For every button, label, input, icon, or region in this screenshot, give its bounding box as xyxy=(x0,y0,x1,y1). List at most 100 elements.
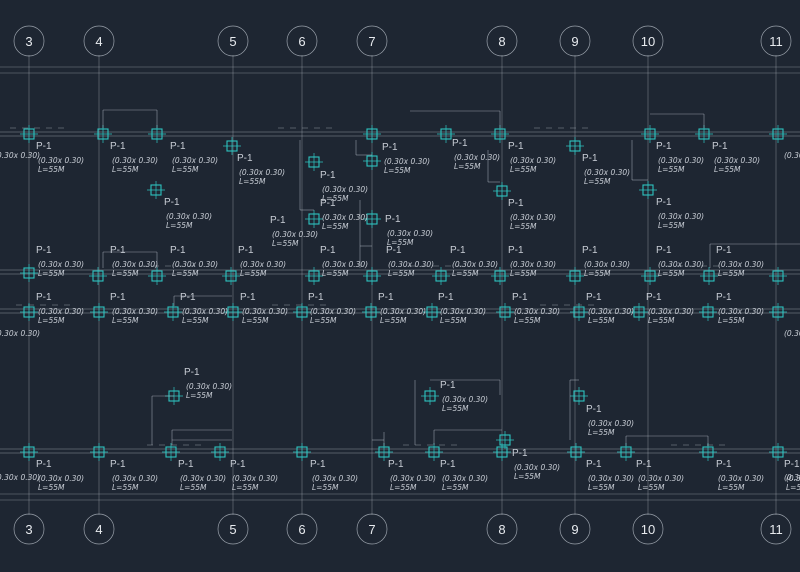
pile-label: P-1 xyxy=(310,459,326,470)
axis-bubble-8[interactable] xyxy=(486,513,518,545)
axis-bubble-3[interactable] xyxy=(13,513,45,545)
pile-size: (0.30x 0.30) xyxy=(242,307,288,316)
pile-length: L=55M xyxy=(718,316,745,325)
pile-size: (0.30x 0.30) xyxy=(322,213,368,222)
pile-size: (0.30x 0.30) xyxy=(322,185,368,194)
pile-length: L=55M xyxy=(322,194,349,203)
pile-length: L=55M xyxy=(390,483,417,492)
pile-size: (0.30x 0.30) xyxy=(786,474,800,483)
axis-label-10: 10 xyxy=(641,522,655,537)
pile-length: L=55M xyxy=(312,483,339,492)
pile-size: (0.30x 0.30) xyxy=(172,156,218,165)
pile-label: P-1 xyxy=(184,367,200,378)
pile-size: (0.30x 0.30) xyxy=(38,474,84,483)
pile-size: (0.30x 0.30) xyxy=(182,307,228,316)
pile-size: (0.30x 0.30) xyxy=(454,153,500,162)
pile-length: L=55M xyxy=(718,483,745,492)
axis-bubble-11[interactable] xyxy=(760,513,792,545)
pile-label: P-1 xyxy=(110,292,126,303)
axis-bubble-10[interactable] xyxy=(632,513,664,545)
axis-bubble-5[interactable] xyxy=(217,25,249,57)
pile-length: L=55M xyxy=(658,221,685,230)
axis-bubble-6[interactable] xyxy=(286,25,318,57)
axis-label-9: 9 xyxy=(571,34,578,49)
pile-label: P-1 xyxy=(240,292,256,303)
pile-label: P-1 xyxy=(636,459,652,470)
pile-size: (0.30x 0.30) xyxy=(442,395,488,404)
pile-label: P-1 xyxy=(716,292,732,303)
pile-label: P-1 xyxy=(110,245,126,256)
pile-size: (0.30x 0.30) xyxy=(658,212,704,221)
pile-label: P-1 xyxy=(508,245,524,256)
pile-size: (0.30x 0.30) xyxy=(510,213,556,222)
pile-length: L=55M xyxy=(172,269,199,278)
pile-label: P-1 xyxy=(178,459,194,470)
pile-size: (0.30x 0.30) xyxy=(514,307,560,316)
pile-label: P-1 xyxy=(320,170,336,181)
pile-label: P-1 xyxy=(180,292,196,303)
axis-bubble-8[interactable] xyxy=(486,25,518,57)
axis-bubble-4[interactable] xyxy=(83,25,115,57)
pile-size: (0.30x 0.30) xyxy=(584,168,630,177)
pile-length: L=55M xyxy=(112,165,139,174)
pile-size: (0.30x 0.30) xyxy=(452,260,498,269)
pile-label: P-1 xyxy=(320,198,336,209)
pile-size: (0.30x 0.30) xyxy=(0,151,40,160)
pile-label: P-1 xyxy=(36,141,52,152)
pile-size: (0.30x 0.30) xyxy=(658,260,704,269)
axis-bubble-3[interactable] xyxy=(13,25,45,57)
axis-bubble-7[interactable] xyxy=(356,513,388,545)
axis-bubble-6[interactable] xyxy=(286,513,318,545)
axis-bubble-10[interactable] xyxy=(632,25,664,57)
pile-label: P-1 xyxy=(508,141,524,152)
pile-label: P-1 xyxy=(170,141,186,152)
pile-length: L=55M xyxy=(322,269,349,278)
pile-length: L=55M xyxy=(272,239,299,248)
pile-size: (0.30x 0.30) xyxy=(588,419,634,428)
pile-length: L=55M xyxy=(588,316,615,325)
pile-label: P-1 xyxy=(582,153,598,164)
axis-bubble-5[interactable] xyxy=(217,513,249,545)
pile-size: (0.30x 0.30) xyxy=(648,307,694,316)
pile-length: L=55M xyxy=(172,165,199,174)
pile-label: P-1 xyxy=(320,245,336,256)
pile-label: P-1 xyxy=(230,459,246,470)
pile-label: P-1 xyxy=(512,448,528,459)
pile-length: L=55M xyxy=(38,269,65,278)
pile-size: (0.30x 0.30) xyxy=(239,168,285,177)
pile-length: L=55M xyxy=(588,483,615,492)
pile-label: P-1 xyxy=(386,245,402,256)
pile-length: L=55M xyxy=(514,472,541,481)
pile-size: (0.30x 0.30) xyxy=(272,230,318,239)
axis-bubble-4[interactable] xyxy=(83,513,115,545)
axis-bubble-11[interactable] xyxy=(760,25,792,57)
pile-label: P-1 xyxy=(440,380,456,391)
pile-length: L=55M xyxy=(310,316,337,325)
pile-size: (0.30x 0.30) xyxy=(387,229,433,238)
axis-label-4: 4 xyxy=(95,522,102,537)
pile-length: L=55M xyxy=(388,269,415,278)
pile-length: L=55M xyxy=(658,269,685,278)
pile-size: (0.30x 0.30) xyxy=(658,156,704,165)
pile-length: L=55M xyxy=(242,316,269,325)
pile-length: L=55M xyxy=(510,165,537,174)
pile-length: L=55M xyxy=(186,391,213,400)
axis-label-3: 3 xyxy=(25,522,32,537)
pile-length: L=55M xyxy=(166,221,193,230)
pile-label: P-1 xyxy=(388,459,404,470)
axis-bubble-9[interactable] xyxy=(559,513,591,545)
pile-length: L=55M xyxy=(112,316,139,325)
pile-label: P-1 xyxy=(440,459,456,470)
pile-label: P-1 xyxy=(36,292,52,303)
pile-size: (0.30x 0.30) xyxy=(38,307,84,316)
axis-label-3: 3 xyxy=(25,34,32,49)
axis-bubble-7[interactable] xyxy=(356,25,388,57)
pile-length: L=55M xyxy=(452,269,479,278)
pile-size: (0.30x 0.30) xyxy=(510,260,556,269)
pile-label: P-1 xyxy=(716,459,732,470)
axis-bubble-9[interactable] xyxy=(559,25,591,57)
pile-size: (0.30x 0.30) xyxy=(112,156,158,165)
pile-length: L=55M xyxy=(658,165,685,174)
pile-label: P-1 xyxy=(784,459,800,470)
